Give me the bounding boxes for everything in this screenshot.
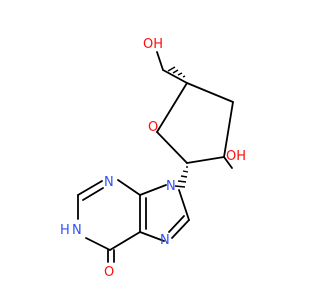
bond-c4p-n9 <box>139 184 167 196</box>
bond-c3-oh <box>223 156 233 169</box>
sugar-ring-bonds <box>156 51 234 169</box>
atom-label-n1: N <box>72 223 82 238</box>
bond-n3-c2-double <box>82 187 104 201</box>
bond-n7-c5 <box>139 231 165 242</box>
structure-canvas: OH O OH N N N N H O <box>60 37 246 280</box>
atom-label-oh-ring: OH <box>226 149 246 164</box>
molecule-drawing: OH O OH N N N N H O <box>60 37 246 280</box>
bond-c2-oring <box>156 131 188 164</box>
bond-c5-ch2 <box>162 69 188 84</box>
stereo-wedge-c5 <box>167 66 186 78</box>
atom-label-o-carbonyl: O <box>104 265 114 280</box>
bond-c3-c2 <box>186 156 225 164</box>
atom-label-n7: N <box>160 233 170 248</box>
bond-c8-n7-double <box>168 215 185 233</box>
bond-c4p-n3 <box>117 179 141 196</box>
bond-c5-c4 <box>186 82 234 103</box>
bond-n9-c8 <box>178 189 190 221</box>
bond-c4-c3 <box>223 101 234 158</box>
bond-n3-c2 <box>77 180 103 196</box>
bond-oring-c5 <box>156 82 188 133</box>
atom-label-o-ring: O <box>148 120 158 135</box>
bond-ch2-oh <box>156 51 164 71</box>
bond-c6-c5 <box>109 231 141 251</box>
bond-n1-c6 <box>85 237 111 251</box>
atom-label-n9: N <box>166 179 176 194</box>
atom-label-oh-top: OH <box>143 37 163 52</box>
bond-c8-n7 <box>171 219 190 239</box>
purine-bonds <box>77 179 190 263</box>
stereo-wedge-c2 <box>174 166 189 188</box>
atom-label-h-n1: H <box>60 223 70 238</box>
atom-labels: OH O OH N N N N H O <box>60 37 246 280</box>
atom-label-n3: N <box>104 175 114 190</box>
